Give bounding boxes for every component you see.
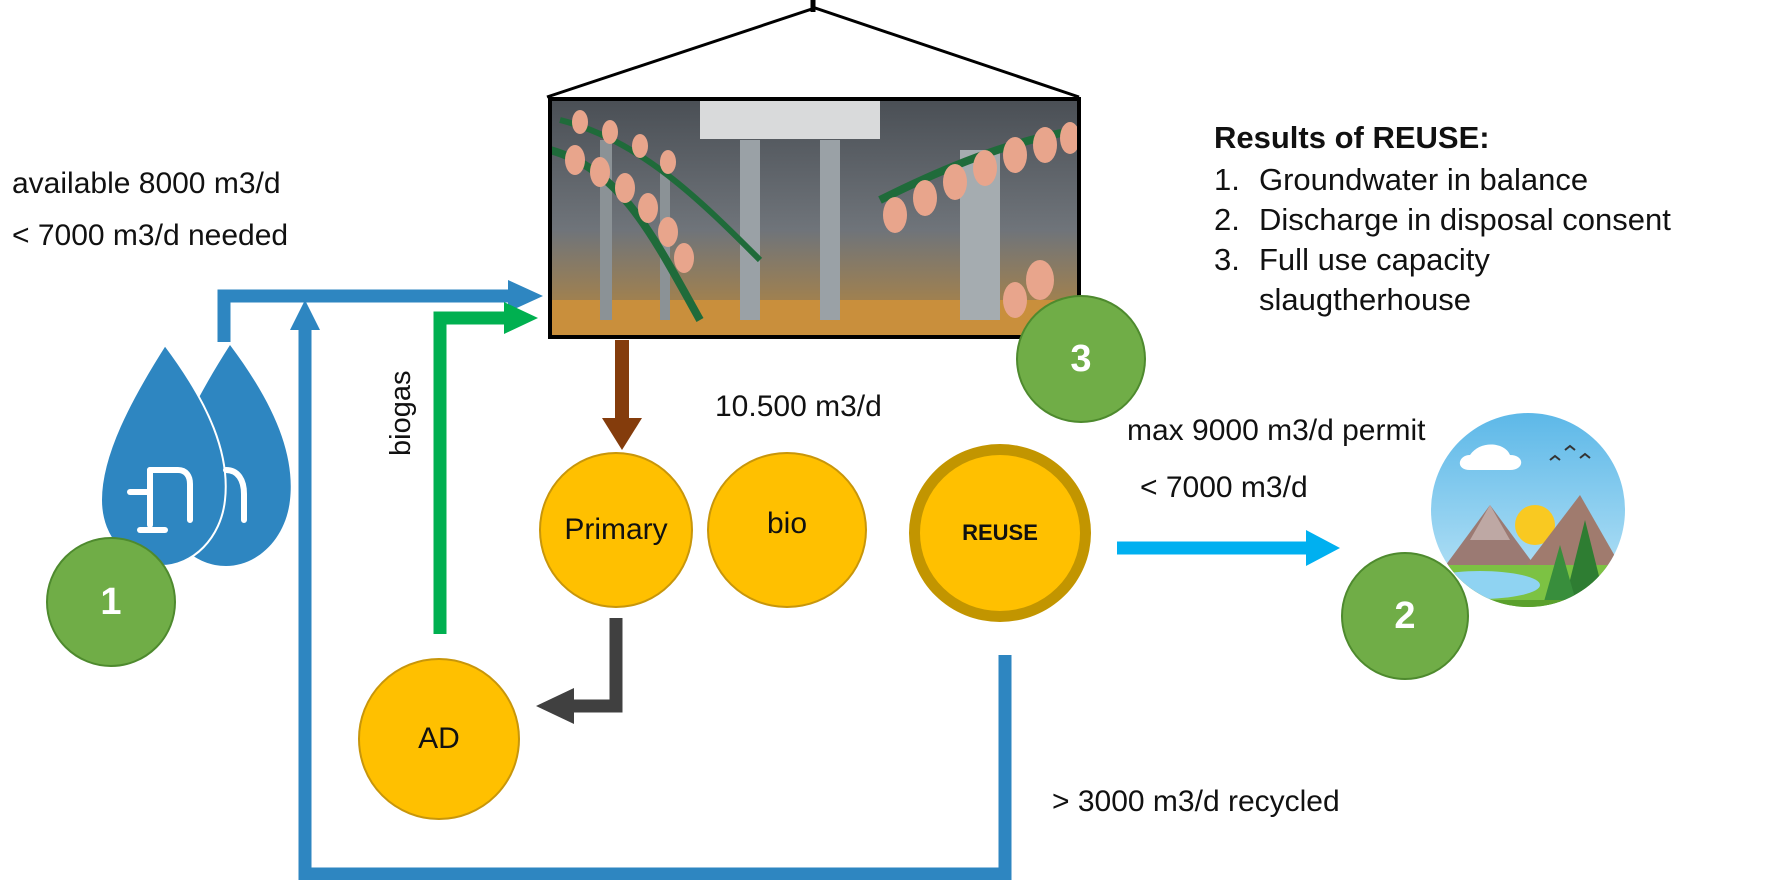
discharge-flow-label: < 7000 m3/d xyxy=(1140,471,1308,504)
anaerobic-digestion-node: AD xyxy=(358,658,520,820)
recycled-flow-label: > 3000 m3/d recycled xyxy=(1052,785,1340,818)
available-water-label: available 8000 m3/d xyxy=(12,167,281,200)
reuse-treatment-node: REUSE xyxy=(909,444,1091,622)
marker-nature: 2 xyxy=(1341,552,1469,680)
slaughterhouse-photo xyxy=(550,99,1079,337)
biogas-arrow xyxy=(433,302,538,634)
slaughterhouse-roof xyxy=(546,6,1080,99)
results-item: 1.Groundwater in balance xyxy=(1214,162,1589,197)
primary-to-ad-arrow xyxy=(536,618,623,724)
recycle-loop-arrow xyxy=(290,300,1012,880)
bio-treatment-node: bio xyxy=(707,452,867,608)
sludge-arrow xyxy=(602,340,642,450)
results-item: 2.Discharge in disposal consent xyxy=(1214,202,1671,237)
total-flow-label: 10.500 m3/d xyxy=(715,390,882,423)
needed-water-label: < 7000 m3/d needed xyxy=(12,219,289,252)
permit-label: max 9000 m3/d permit xyxy=(1127,414,1426,447)
marker-groundwater: 1 xyxy=(46,537,176,667)
results-list: 1.Groundwater in balance 2.Discharge in … xyxy=(1214,160,1671,320)
water-drops-pump-icon xyxy=(99,343,291,568)
water-supply-arrow xyxy=(217,280,543,342)
marker-slaughterhouse: 3 xyxy=(1016,295,1146,423)
biogas-label: biogas xyxy=(385,370,417,456)
discharge-arrow xyxy=(1117,530,1340,566)
results-title: Results of REUSE: xyxy=(1214,120,1490,155)
primary-treatment-node: Primary xyxy=(539,452,693,608)
results-item: 3.Full use capacity slaugtherhouse xyxy=(1214,242,1490,317)
